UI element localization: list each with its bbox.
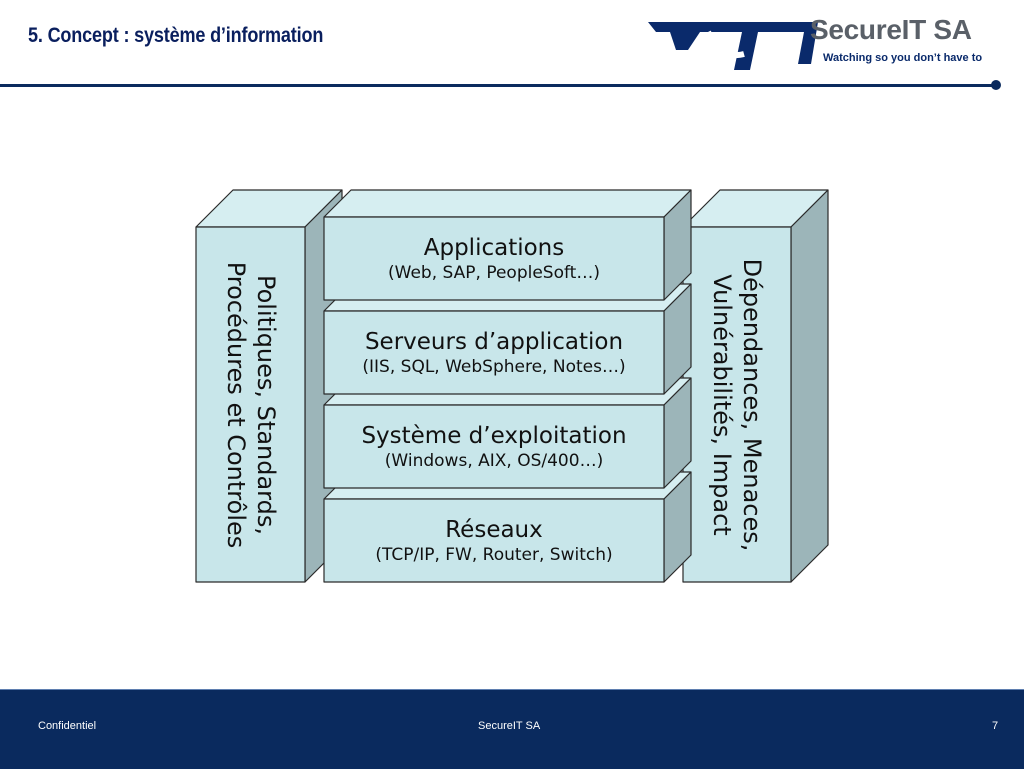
right-pillar-label: Dépendances, Menaces, Vulnérabilités, Im… [707, 230, 767, 580]
logo-name: SecureIT SA [810, 14, 972, 45]
layer-subtitle: (Web, SAP, PeopleSoft…) [388, 263, 600, 283]
layer-title: Réseaux [445, 517, 543, 543]
layer-systeme-exploitation: Système d’exploitation (Windows, AIX, OS… [324, 422, 664, 472]
footer-company: SecureIT SA [478, 720, 541, 732]
left-pillar-line2: Procédures et Contrôles [221, 261, 250, 548]
header-divider [0, 84, 996, 87]
footer-page-number: 7 [992, 720, 999, 732]
logo-tagline: Watching so you don’t have to [823, 52, 983, 64]
layer-applications: Applications (Web, SAP, PeopleSoft…) [324, 234, 664, 284]
footer-confidential: Confidentiel [38, 720, 97, 732]
layer-subtitle: (Windows, AIX, OS/400…) [384, 451, 604, 471]
right-pillar-line2: Vulnérabilités, Impact [708, 273, 736, 536]
layer-title: Serveurs d’application [364, 329, 624, 355]
layer-box-applications [323, 189, 692, 301]
layer-subtitle: (IIS, SQL, WebSphere, Notes…) [362, 357, 626, 377]
slide-title: 5. Concept : système d’information [28, 24, 324, 47]
layer-title: Système d’exploitation [361, 423, 627, 449]
layer-subtitle: (TCP/IP, FW, Router, Switch) [375, 545, 613, 565]
right-pillar-line1: Dépendances, Menaces, [738, 258, 766, 551]
slide-footer: Confidentiel SecureIT SA 7 [0, 689, 1024, 769]
layer-serveurs-application: Serveurs d’application (IIS, SQL, WebSph… [324, 328, 664, 378]
right-pillar-box [682, 189, 829, 583]
left-pillar-label: Politiques, Standards, Procédures et Con… [221, 230, 281, 580]
logo-shape-icon [648, 22, 818, 70]
logo-graphic [648, 22, 818, 70]
left-pillar-line1: Politiques, Standards, [251, 274, 280, 535]
layer-reseaux: Réseaux (TCP/IP, FW, Router, Switch) [324, 516, 664, 566]
header-divider-dot [991, 80, 1001, 90]
layer-title: Applications [423, 235, 565, 261]
logo-swoosh-icon [705, 30, 745, 58]
